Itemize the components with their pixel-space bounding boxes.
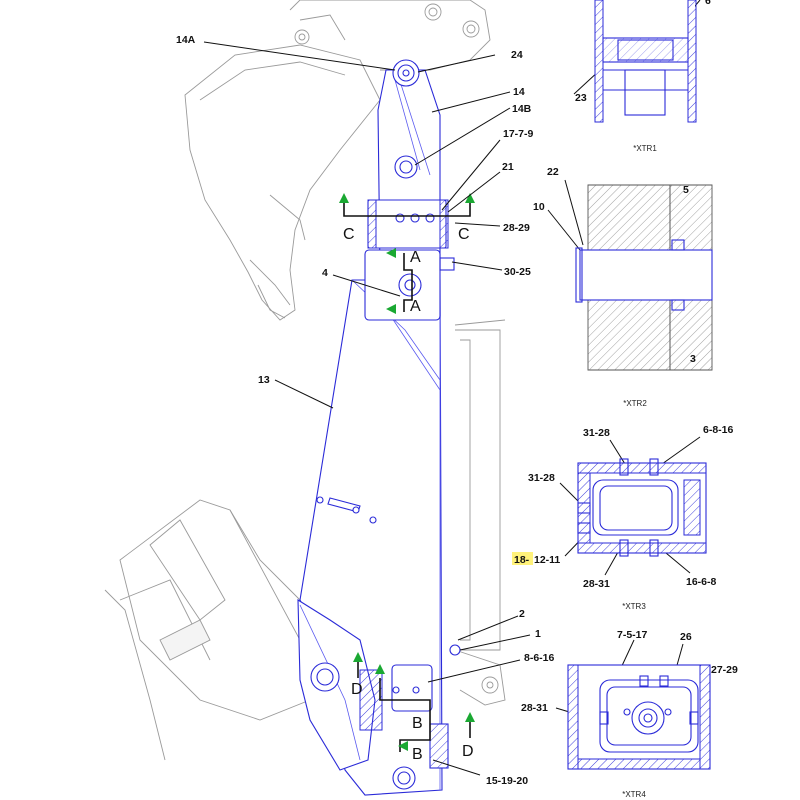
callout-xtr3-12-11: 12-11 (534, 554, 560, 566)
callout-14: 14 (513, 86, 525, 98)
callout-24: 24 (511, 49, 523, 61)
callout-14A: 14A (176, 34, 196, 46)
callout-highlight (512, 552, 533, 565)
callout-labels: 14A 24 14 14B 17-7-9 21 28-29 30-25 4 13… (176, 34, 555, 787)
detail-xtr4: *XTR4 (567, 664, 711, 799)
callout-xtr1-top: 6 (705, 0, 711, 7)
callout-17-7-9: 17-7-9 (503, 128, 534, 140)
callout-xtr3-31-28-top: 31-28 (583, 427, 610, 439)
section-markers (339, 193, 475, 752)
detail-caption-xtr1: *XTR1 (633, 144, 657, 153)
section-letter-a-bottom: A (410, 298, 421, 315)
callout-14B: 14B (512, 103, 532, 115)
detail-callout-labels: 23 6 22 10 5 3 31-28 6-8-16 31-28 18- 12… (512, 0, 738, 714)
stick-assembly (297, 59, 506, 796)
section-letter-c-right: C (458, 226, 470, 243)
callout-xtr3-16-6-8: 16-6-8 (686, 576, 717, 588)
section-letters: C C A A B B D D (343, 226, 474, 763)
callout-xtr2-5: 5 (683, 184, 689, 196)
callout-13: 13 (258, 374, 270, 386)
detail-caption-xtr3: *XTR3 (622, 602, 646, 611)
callout-4: 4 (322, 267, 328, 279)
callout-xtr3-18-highlighted: 18- (514, 554, 530, 566)
callout-xtr3-6-8-16: 6-8-16 (703, 424, 734, 436)
callout-xtr3-31-28-left: 31-28 (528, 472, 555, 484)
callout-xtr4-28-31: 28-31 (521, 702, 548, 714)
callout-30-25: 30-25 (504, 266, 531, 278)
detail-xtr3: *XTR3 (577, 458, 707, 611)
section-letter-b-bottom: B (412, 746, 423, 763)
callout-8-6-16: 8-6-16 (524, 652, 555, 664)
callout-15-19-20: 15-19-20 (486, 775, 528, 787)
section-letter-b-top: B (412, 715, 423, 732)
callout-xtr4-7-5-17: 7-5-17 (617, 629, 648, 641)
callout-21: 21 (502, 161, 514, 173)
section-letter-d-left: D (351, 681, 363, 698)
detail-xtr2: *XTR2 (575, 184, 713, 408)
callout-1: 1 (535, 628, 541, 640)
section-letter-d-right: D (462, 743, 474, 760)
section-letter-a-top: A (410, 249, 421, 266)
callout-xtr2-22: 22 (547, 166, 559, 178)
section-letter-c-left: C (343, 226, 355, 243)
detail-caption-xtr2: *XTR2 (623, 399, 647, 408)
callout-28-29: 28-29 (503, 222, 530, 234)
callout-xtr2-3: 3 (690, 353, 696, 365)
callout-xtr1-23: 23 (575, 92, 587, 104)
callout-xtr4-26: 26 (680, 631, 692, 643)
detail-xtr1: *XTR1 (594, 0, 697, 153)
callout-xtr2-10: 10 (533, 201, 545, 213)
detail-caption-xtr4: *XTR4 (622, 790, 646, 799)
callout-xtr3-28-31: 28-31 (583, 578, 610, 590)
callout-xtr4-27-29: 27-29 (711, 664, 738, 676)
callout-2: 2 (519, 608, 525, 620)
